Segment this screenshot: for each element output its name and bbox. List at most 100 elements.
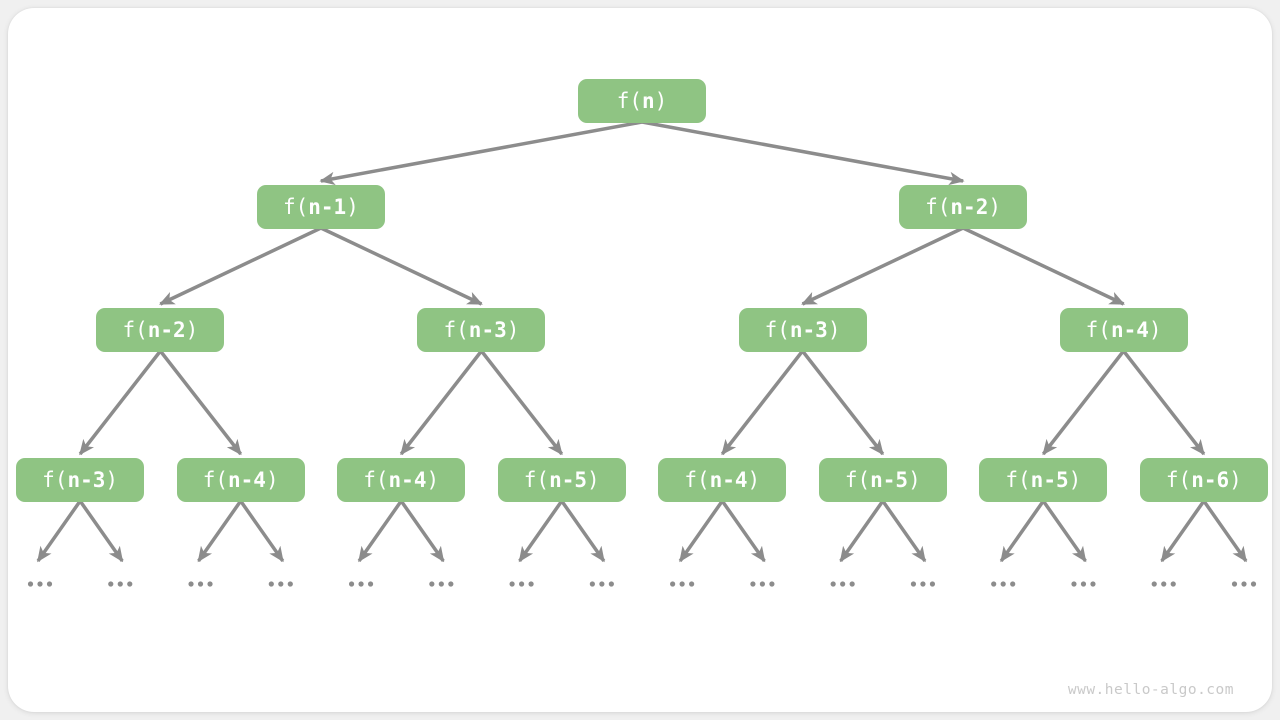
node-label-argument: n-4 bbox=[709, 468, 748, 492]
tree-node-f-n-3: f(n-3) bbox=[16, 458, 145, 502]
edge-arrow bbox=[801, 349, 885, 456]
node-label-argument: n-5 bbox=[1030, 468, 1069, 492]
ellipsis-leaf bbox=[991, 581, 1016, 587]
edge-arrow bbox=[1041, 499, 1087, 563]
node-label-argument: n-5 bbox=[549, 468, 587, 492]
edge-arrow bbox=[518, 499, 564, 563]
edge-arrow bbox=[560, 499, 606, 563]
ellipsis-leaf bbox=[429, 581, 454, 587]
node-label-suffix: ) bbox=[1068, 468, 1082, 492]
ellipsis-dot bbox=[991, 581, 997, 587]
node-label-prefix: f( bbox=[363, 468, 389, 492]
node-label-argument: n-4 bbox=[388, 468, 427, 492]
ellipsis-dot bbox=[1080, 581, 1087, 587]
tree-node-f-n-2: f(n-2) bbox=[96, 308, 225, 352]
ellipsis-dot bbox=[840, 581, 846, 587]
edge-arrow bbox=[720, 499, 766, 563]
ellipsis-dot bbox=[769, 581, 775, 587]
edge-arrow bbox=[197, 499, 243, 563]
ellipsis-dot bbox=[367, 581, 374, 587]
ellipsis-dot bbox=[528, 581, 534, 587]
edge-arrow bbox=[159, 226, 322, 306]
ellipsis-dot bbox=[608, 581, 614, 587]
ellipsis-leaf bbox=[509, 581, 534, 587]
ellipsis-dot bbox=[1151, 581, 1157, 587]
node-label-prefix: f( bbox=[925, 195, 951, 219]
edge-arrow bbox=[159, 349, 243, 456]
ellipsis-dot bbox=[268, 581, 274, 587]
node-label-suffix: ) bbox=[1229, 468, 1242, 492]
ellipsis-leaf bbox=[1151, 581, 1176, 587]
node-label-suffix: ) bbox=[426, 468, 440, 492]
tree-node-f-n-5: f(n-5) bbox=[818, 458, 947, 502]
node-label-prefix: f( bbox=[1005, 468, 1031, 492]
ellipsis-dot bbox=[46, 581, 53, 587]
node-label-prefix: f( bbox=[1165, 468, 1192, 492]
ellipsis-dot bbox=[849, 581, 855, 587]
node-label-suffix: ) bbox=[105, 468, 119, 492]
node-label-argument: n-3 bbox=[67, 468, 106, 492]
node-label-suffix: ) bbox=[587, 468, 600, 492]
tree-node-f-n-2: f(n-2) bbox=[899, 185, 1028, 229]
ellipsis-leaf bbox=[1231, 581, 1257, 587]
ellipsis-dot bbox=[589, 581, 595, 587]
node-label-prefix: f( bbox=[616, 89, 642, 113]
edge-arrow bbox=[399, 349, 483, 456]
tree-node-f-n-1: f(n-1) bbox=[256, 185, 385, 229]
node-label-argument: n-4 bbox=[1110, 318, 1149, 342]
ellipsis-dot bbox=[1250, 581, 1257, 587]
edge-arrow bbox=[78, 349, 162, 456]
ellipsis-dot bbox=[689, 581, 695, 587]
ellipsis-leaf bbox=[670, 581, 695, 587]
node-label-prefix: f( bbox=[844, 468, 871, 492]
diagram-card bbox=[8, 8, 1272, 712]
node-label-prefix: f( bbox=[202, 468, 228, 492]
ellipsis-leaf bbox=[589, 581, 614, 587]
edges-group bbox=[36, 120, 1248, 563]
ellipsis-dot bbox=[759, 581, 766, 587]
tree-node-f-n-4: f(n-4) bbox=[1059, 308, 1188, 352]
edge-arrow bbox=[1122, 349, 1206, 456]
edge-arrow bbox=[319, 120, 643, 186]
tree-node-f-n: f(n) bbox=[578, 79, 706, 123]
ellipsis-dot bbox=[1241, 581, 1247, 587]
node-label-suffix: ) bbox=[1148, 318, 1162, 342]
ellipsis-leaf bbox=[910, 581, 936, 587]
edge-arrow bbox=[720, 349, 804, 456]
ellipsis-dot bbox=[670, 581, 676, 587]
ellipsis-dot bbox=[108, 581, 114, 587]
node-label-prefix: f( bbox=[1085, 318, 1111, 342]
node-label-argument: n-2 bbox=[147, 318, 186, 342]
ellipsis-dot bbox=[207, 581, 213, 587]
ellipsis-dot bbox=[519, 581, 525, 587]
ellipsis-dot bbox=[1000, 581, 1006, 587]
node-label-argument: n-1 bbox=[308, 195, 347, 219]
ellipsis-dot bbox=[348, 581, 355, 587]
edge-arrow bbox=[839, 499, 885, 563]
node-label-suffix: ) bbox=[346, 195, 359, 219]
ellipsis-dot bbox=[509, 581, 515, 587]
ellipsis-dot bbox=[1161, 581, 1167, 587]
node-label-suffix: ) bbox=[908, 468, 921, 492]
edge-arrow bbox=[239, 499, 285, 563]
ellipsis-dot bbox=[1170, 581, 1176, 587]
node-label-prefix: f( bbox=[122, 318, 148, 342]
node-label-argument: n bbox=[641, 89, 655, 113]
edge-arrow bbox=[1202, 499, 1248, 563]
edge-arrow bbox=[641, 120, 965, 186]
ellipsis-leaf bbox=[27, 581, 53, 587]
edge-arrow bbox=[678, 499, 724, 563]
edge-arrow bbox=[962, 226, 1125, 306]
ellipsis-dot bbox=[929, 581, 936, 587]
ellipsis-dot bbox=[1231, 581, 1238, 587]
ellipsis-leaf bbox=[108, 581, 133, 587]
node-label-prefix: f( bbox=[282, 195, 309, 219]
edge-arrow bbox=[999, 499, 1045, 563]
node-label-argument: n-5 bbox=[870, 468, 909, 492]
node-label-prefix: f( bbox=[42, 468, 68, 492]
node-label-suffix: ) bbox=[654, 89, 668, 113]
ellipsis-dot bbox=[197, 581, 204, 587]
ellipsis-dot bbox=[278, 581, 284, 587]
ellipsis-dot bbox=[117, 581, 123, 587]
